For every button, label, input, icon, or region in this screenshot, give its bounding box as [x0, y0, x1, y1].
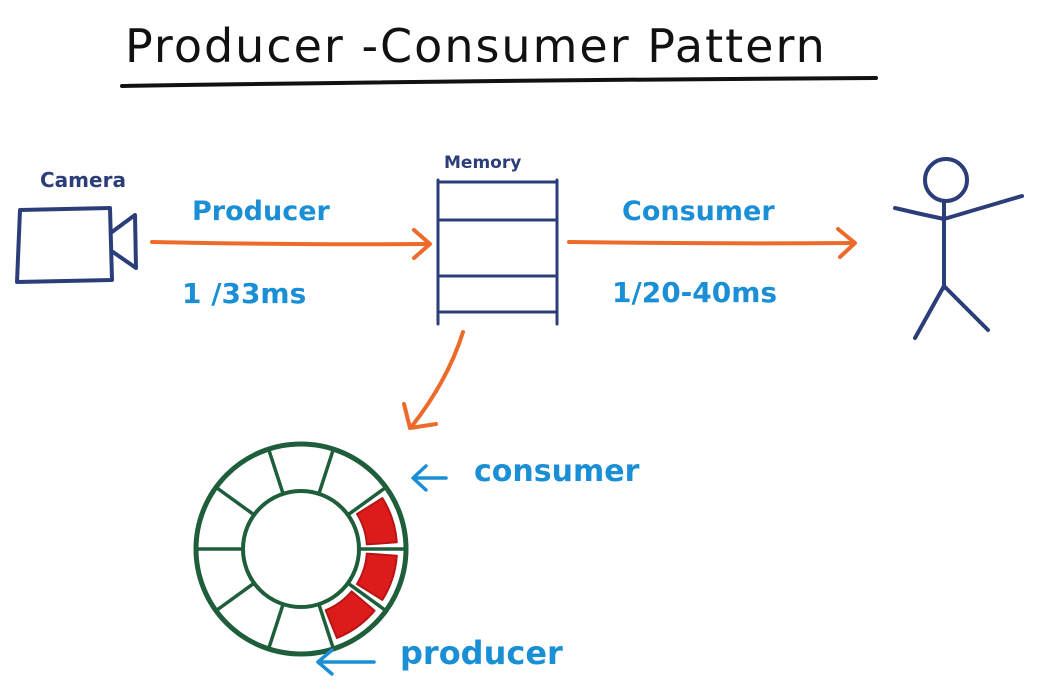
ring-divider [267, 604, 285, 649]
producer-pointer-label: producer [400, 634, 563, 672]
memory-label: Memory [444, 153, 521, 173]
consumer-pointer-arrow [411, 464, 448, 492]
ring-divider [215, 582, 255, 612]
producer-arrow-label: Producer [192, 196, 331, 227]
ring-divider [317, 449, 335, 494]
video-camera-icon [15, 206, 138, 284]
consumer-pointer-label: consumer [474, 454, 640, 489]
ring-inner-circle [241, 489, 361, 609]
ring-buffer [193, 441, 409, 657]
ring-outer-circle [193, 441, 409, 657]
producer-arrow [150, 228, 432, 260]
ring-filled-slot [356, 497, 398, 546]
diagram-title: Producer -Consumer Pattern [125, 19, 827, 73]
ring-filled-slots [324, 497, 398, 639]
memory-to-buffer-arrow [402, 330, 465, 430]
memory-stack [436, 178, 559, 326]
ring-filled-slot [324, 590, 376, 639]
ring-divider [215, 486, 255, 516]
ring-divider [347, 582, 387, 612]
ring-divider [267, 449, 285, 494]
consumer-rate: 1/20-40ms [612, 276, 777, 309]
producer-rate: 1 /33ms [182, 277, 306, 310]
camera-label: Camera [40, 168, 126, 192]
ring-divider [347, 486, 387, 516]
ring-divider [317, 604, 335, 649]
ring-slot-dividers [196, 449, 406, 649]
stick-figure-icon [893, 157, 1024, 340]
consumer-arrow [567, 227, 857, 259]
ring-filled-slot [356, 552, 398, 601]
consumer-arrow-label: Consumer [622, 196, 775, 227]
producer-pointer-arrow [316, 648, 376, 676]
title-underline [120, 76, 878, 88]
